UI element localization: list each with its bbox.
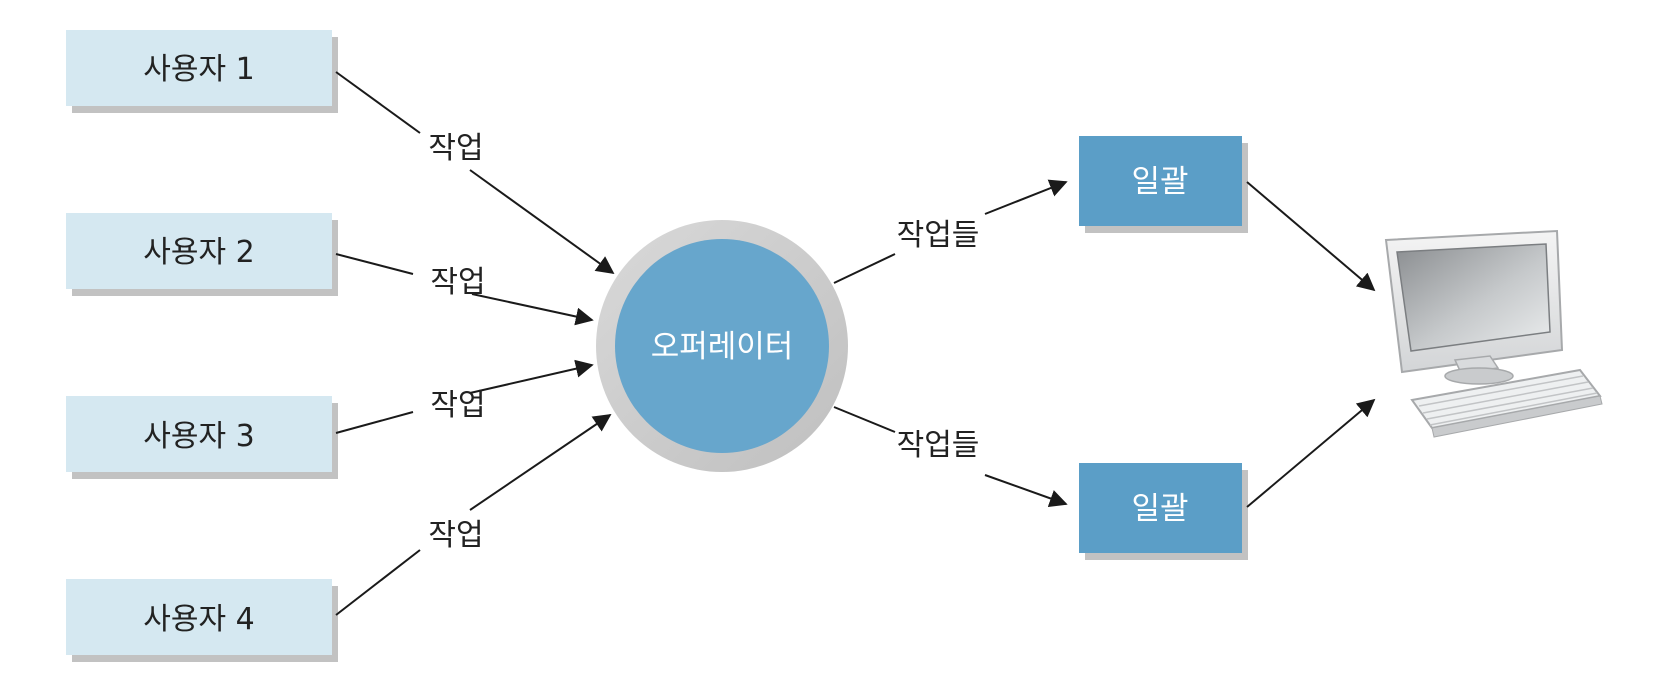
operator-node: 오퍼레이터: [596, 220, 848, 472]
user-box-2: 사용자 2: [66, 213, 338, 296]
job-label-1: 작업: [428, 131, 483, 166]
batch-to-computer-arrow-2: [1246, 398, 1376, 508]
job-arrow-3: 작업: [335, 359, 594, 434]
operator-label: 오퍼레이터: [651, 329, 794, 365]
user-box-3: 사용자 3: [66, 396, 338, 479]
job-label-4: 작업: [428, 518, 483, 553]
user-label-1: 사용자 1: [143, 52, 254, 87]
user-box-1: 사용자 1: [66, 30, 338, 113]
batch-jobs-label-1: 작업들: [897, 218, 980, 253]
batch-label-2: 일괄: [1131, 491, 1188, 527]
batch-label-1: 일괄: [1131, 164, 1188, 200]
user-label-4: 사용자 4: [143, 602, 254, 637]
user-label-2: 사용자 2: [143, 235, 254, 270]
batch-box-1: 일괄: [1079, 136, 1248, 233]
job-label-3: 작업: [430, 388, 485, 423]
job-label-2: 작업: [430, 265, 485, 300]
keyboard-icon: [1410, 368, 1603, 438]
batch-to-computer-arrow-1: [1246, 181, 1376, 292]
user-box-4: 사용자 4: [66, 579, 338, 662]
batch-box-2: 일괄: [1079, 463, 1248, 560]
job-arrow-2: 작업: [335, 253, 594, 326]
job-arrow-4: 작업: [335, 413, 612, 616]
job-arrow-1: 작업: [335, 71, 615, 275]
batch-jobs-label-2: 작업들: [897, 428, 980, 463]
batch-jobs-arrow-2: 작업들: [833, 406, 1068, 508]
user-label-3: 사용자 3: [143, 419, 254, 454]
monitor-icon: [1384, 229, 1564, 385]
desktop-computer-icon: [1384, 229, 1603, 438]
batch-jobs-arrow-1: 작업들: [833, 179, 1068, 284]
